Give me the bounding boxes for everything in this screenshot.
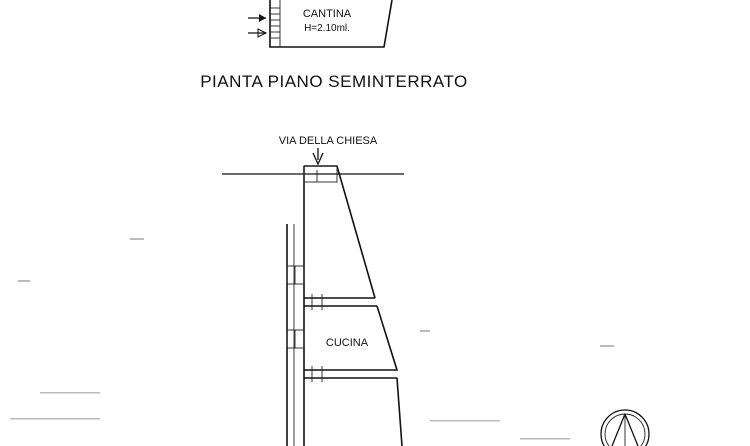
street-label: VIA DELLA CHIESA <box>279 135 378 147</box>
cantina-walls <box>269 0 393 48</box>
north-arrow-icon <box>600 409 650 446</box>
entry-arrow-icon <box>248 14 268 38</box>
scan-noise <box>10 238 614 440</box>
cantina-plan: CANTINA H=2.10ml. <box>248 0 393 48</box>
east-wall-lower <box>396 377 403 446</box>
arrow-down-icon <box>312 148 324 166</box>
cucina-walls <box>304 305 399 371</box>
cantina-stairs <box>270 7 280 39</box>
window-marks <box>286 265 305 349</box>
plan-title: PIANTA PIANO SEMINTERRATO <box>200 72 468 91</box>
building-plan: CUCINA <box>286 165 403 446</box>
cantina-height: H=2.10ml. <box>304 23 350 34</box>
entry-door <box>303 165 338 183</box>
cucina-label: CUCINA <box>326 337 369 349</box>
cantina-label: CANTINA <box>303 8 352 20</box>
east-wall-upper <box>304 165 376 299</box>
